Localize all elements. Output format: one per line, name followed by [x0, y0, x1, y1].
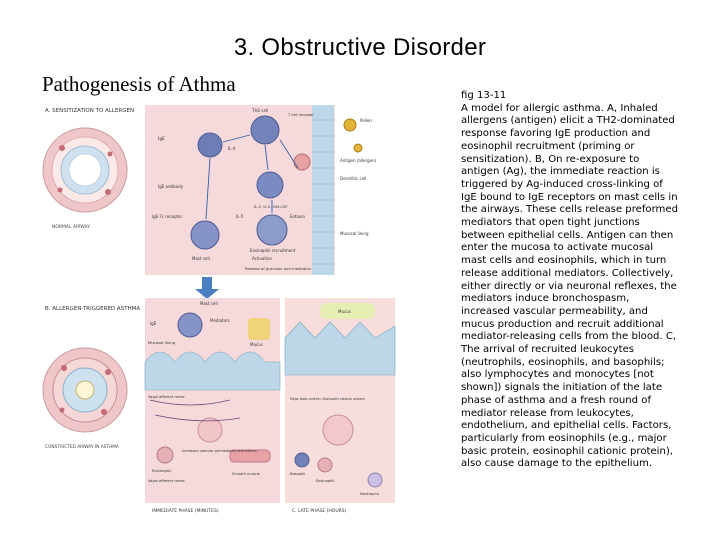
- constricted-airway-diagram: [42, 347, 128, 433]
- vagal-nerve-b: [149, 399, 241, 422]
- epithelium-column: [312, 105, 334, 275]
- vessel-c: [322, 414, 354, 446]
- label-mast-cell-b: Mast cell: [200, 301, 218, 306]
- late-epithelium: [284, 321, 396, 376]
- mucus-c: [320, 303, 375, 319]
- panel-b-label: B. ALLERGEN-TRIGGERED ASTHMA: [45, 306, 140, 312]
- label-basophil: Basophil: [290, 472, 305, 476]
- label-vagal-efferent: Vagal efferent nerve: [148, 479, 185, 483]
- panel-a-label: A. SENSITIZATION TO ALLERGEN: [45, 108, 134, 114]
- label-activation: Activation: [252, 256, 272, 261]
- label-mediators: Mediators: [210, 318, 230, 323]
- normal-airway-label: NORMAL AIRWAY: [52, 224, 90, 230]
- label-th2: TH2 cell: [251, 108, 268, 113]
- label-il5: IL-5: [236, 214, 244, 219]
- dendritic-cell: [293, 153, 311, 171]
- label-ige-antibody: IgE antibody: [158, 184, 184, 189]
- figure-caption: fig 13-11 A model for allergic asthma. A…: [461, 90, 679, 471]
- th2-cell: [250, 115, 280, 145]
- label-ige-fc: IgE Fc receptor: [152, 214, 183, 219]
- label-tcell-receptor: T cell receptor: [287, 113, 314, 117]
- eosinophil-a: [256, 214, 288, 246]
- transition-arrow: [195, 277, 219, 299]
- mast-cell-a: [190, 220, 220, 250]
- label-mucosal-lining-b: Mucosal lining: [148, 340, 176, 345]
- pollen-icon: [343, 118, 363, 153]
- label-neutrophil: Neutrophil: [360, 492, 379, 496]
- label-eosinophil-b: Eosinophil: [152, 468, 171, 473]
- label-ige: IgE: [158, 136, 165, 142]
- label-release: Release of granules and mediators: [245, 266, 311, 271]
- label-mucosal-lining: Mucosal lining: [340, 231, 369, 236]
- label-major-basic: Major basic protein, Eosinophil cationic…: [290, 397, 365, 401]
- label-smooth-muscle: Smooth muscle: [232, 472, 261, 476]
- mast-cell-b: [177, 312, 203, 338]
- label-vascular: Increased vascular permeability and edem…: [182, 449, 257, 453]
- cytokine-cell: [256, 171, 284, 199]
- basophil-c: [294, 452, 310, 468]
- label-antigen: Antigen (allergen): [340, 158, 377, 163]
- eosinophil-b: [156, 446, 174, 464]
- asthma-pathogenesis-figure: A. SENSITIZATION TO ALLERGEN NORMAL AIRW…: [42, 105, 396, 514]
- normal-airway-diagram: [42, 127, 128, 213]
- slide-title: 3. Obstructive Disorder: [233, 34, 487, 61]
- smooth-muscle-b: [229, 449, 271, 463]
- b-cell: [197, 132, 223, 158]
- mucus-b: [248, 318, 270, 340]
- figure-caption-text: A model for allergic asthma. A, Inhaled …: [461, 102, 679, 470]
- label-cytokines: IL-3, IL-5, GM-CSF: [254, 204, 288, 209]
- label-il4: IL-4: [228, 146, 236, 151]
- neutrophil-c: [367, 472, 383, 488]
- eosinophil-c: [317, 457, 333, 473]
- label-eos-recruit: Eosinophil recruitment: [250, 248, 296, 253]
- immediate-epithelium: [144, 351, 281, 391]
- panel-a-tissue: [145, 105, 335, 275]
- label-dendritic: Dendritic cell: [340, 176, 366, 181]
- label-eosinophil-c: Eosinophil: [316, 479, 334, 483]
- label-ige-b: IgE: [150, 321, 157, 326]
- constricted-airway-label: CONSTRICTED AIRWAY IN ASTHMA: [45, 444, 119, 450]
- immediate-phase-label: IMMEDIATE PHASE (MINUTES): [152, 508, 219, 514]
- panel-a-arrows: [205, 134, 299, 220]
- label-eotaxin: Eotaxin: [290, 214, 305, 219]
- label-vagal-nerve: Vagal afferent nerve: [148, 395, 185, 399]
- vessel-b: [197, 417, 223, 443]
- late-phase-label: C. LATE PHASE (HOURS): [292, 508, 347, 514]
- label-pollen: Pollen: [360, 118, 372, 123]
- label-mucus-b: Mucus: [250, 342, 263, 347]
- slide-subtitle: Pathogenesis of Athma: [42, 72, 236, 96]
- label-mucus-c: Mucus: [338, 309, 351, 314]
- label-mast-cell: Mast cell: [192, 256, 210, 261]
- figure-number: fig 13-11: [461, 90, 507, 101]
